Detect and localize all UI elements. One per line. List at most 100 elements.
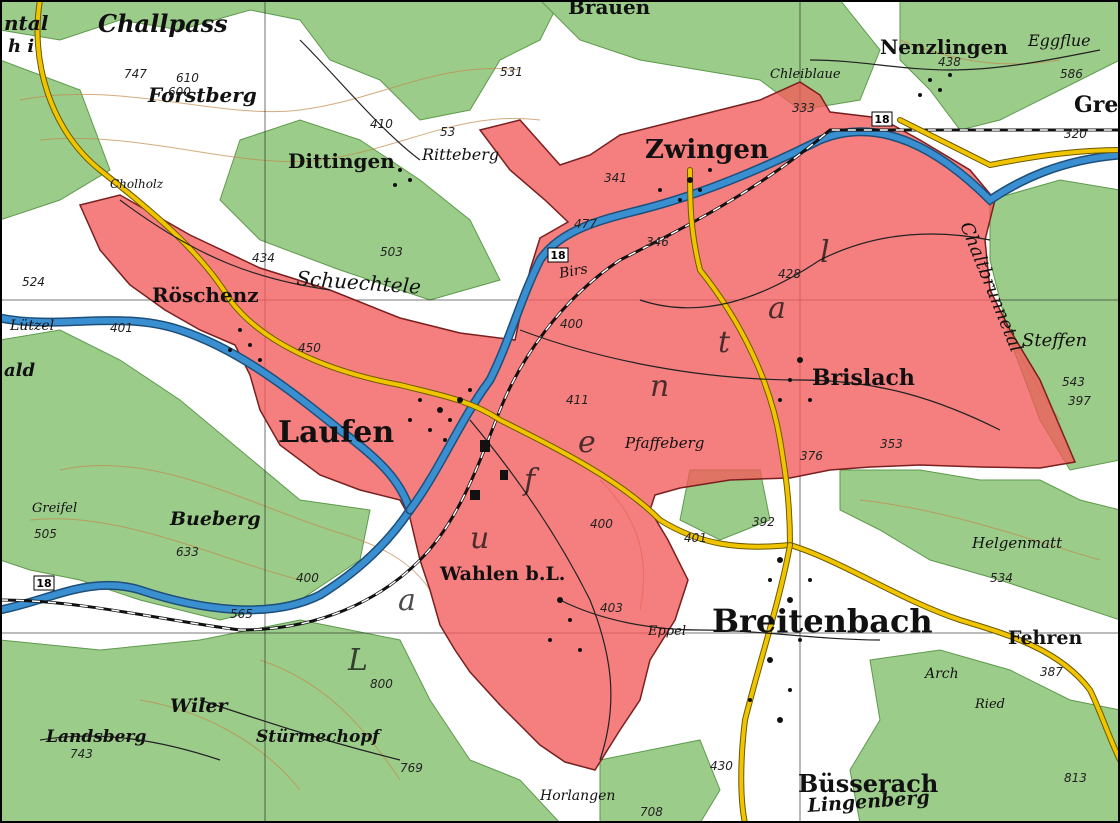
altitude-labels: 747 610 531 438 586 333 410 53 320 341 4… — [22, 55, 1091, 819]
label-gre: Gre — [1074, 92, 1118, 118]
label-ritteberg: Ritteberg — [421, 145, 499, 164]
alt-505: 505 — [34, 527, 57, 541]
alt-430: 430 — [710, 759, 733, 773]
label-eggflue: Eggflue — [1027, 31, 1091, 50]
label-helgenmatt: Helgenmatt — [971, 534, 1063, 552]
alt-341: 341 — [604, 171, 627, 185]
alt-410: 410 — [370, 117, 393, 131]
region-letter-5: e — [578, 425, 596, 460]
label-luetzel: Lützel — [9, 318, 54, 334]
label-arch: Arch — [923, 666, 959, 682]
label-bueberg: Bueberg — [169, 508, 261, 530]
alt-769: 769 — [400, 761, 423, 775]
alt-438: 438 — [938, 55, 961, 69]
label-ald: ald — [4, 360, 36, 381]
alt-565: 565 — [230, 607, 253, 621]
label-roeschenz: Röschenz — [152, 283, 259, 307]
alt-524: 524 — [22, 275, 45, 289]
alt-543: 543 — [1062, 375, 1085, 389]
alt-401b: 401 — [684, 531, 707, 545]
contour-800: 800 — [370, 677, 393, 691]
main-roads — [34, 0, 1120, 823]
place-labels: Zwingen Laufen Brislach Röschenz Wahlen … — [4, 0, 1118, 817]
label-greifel: Greifel — [32, 501, 77, 516]
label-pfaffeberg: Pfaffeberg — [624, 434, 704, 452]
alt-434: 434 — [252, 251, 275, 265]
label-wiler: Wiler — [170, 695, 230, 717]
alt-392: 392 — [752, 515, 775, 529]
minor-roads — [39, 39, 1101, 761]
label-breitenbach: Breitenbach — [712, 602, 933, 640]
alt-387: 387 — [1040, 665, 1063, 679]
alt-450: 450 — [298, 341, 321, 355]
road-number-2: 18 — [874, 113, 889, 126]
region-letter-1: L — [347, 643, 368, 678]
contour-600: 600 — [168, 85, 191, 99]
label-challpass: Challpass — [98, 9, 228, 38]
settlement-clusters — [228, 73, 952, 723]
label-birs: Birs — [557, 261, 589, 282]
label-zwingen: Zwingen — [645, 135, 769, 165]
label-nenzlingen: Nenzlingen — [880, 35, 1008, 59]
alt-708: 708 — [640, 805, 663, 819]
alt-813: 813 — [1064, 771, 1087, 785]
label-brislach: Brislach — [812, 365, 915, 391]
alt-397: 397 — [1068, 394, 1091, 408]
road-number-1: 18 — [550, 249, 565, 262]
alt-531: 531 — [500, 65, 523, 79]
label-hi: h i — [8, 36, 34, 57]
region-letter-6: n — [650, 369, 669, 404]
alt-353: 353 — [880, 437, 903, 451]
label-eppel: Eppel — [647, 624, 686, 639]
label-wahlen: Wahlen b.L. — [439, 563, 565, 585]
alt-428: 428 — [778, 267, 801, 281]
alt-320: 320 — [1064, 127, 1087, 141]
label-dittingen: Dittingen — [288, 149, 395, 173]
contour-400b: 400 — [590, 517, 613, 531]
contour-400a: 400 — [560, 317, 583, 331]
label-ntal: ntal — [4, 11, 49, 35]
label-buesserach: Büsserach — [798, 769, 938, 798]
contour-400c: 400 — [296, 571, 319, 585]
alt-503: 503 — [380, 245, 403, 259]
label-laufen: Laufen — [278, 415, 394, 450]
road-shield-3: 18 — [33, 575, 55, 591]
alt-747: 747 — [124, 67, 147, 81]
road-shield-1: 18 — [547, 247, 569, 263]
region-letter-9: l — [820, 235, 830, 270]
label-fehren: Fehren — [1008, 627, 1082, 649]
label-brauen: Brauen — [568, 0, 651, 19]
region-letter-8: a — [768, 291, 786, 326]
alt-346: 346 — [646, 235, 669, 249]
label-horlangen: Horlangen — [539, 788, 615, 804]
alt-411: 411 — [566, 393, 589, 407]
region-letter-2: a — [398, 583, 416, 618]
region-letter-3: u — [470, 521, 489, 556]
label-ried: Ried — [974, 697, 1005, 712]
river-birs — [0, 127, 1120, 615]
label-steffen: Steffen — [1022, 330, 1087, 351]
label-landsberg: Landsberg — [45, 727, 146, 747]
label-stuermechopf: Stürmechopf — [256, 727, 382, 747]
alt-633: 633 — [176, 545, 199, 559]
alt-610: 610 — [176, 71, 199, 85]
label-forstberg: Forstberg — [147, 83, 257, 107]
region-letter-7: t — [718, 325, 731, 360]
alt-53: 53 — [440, 125, 455, 139]
alt-401a: 401 — [110, 321, 133, 335]
label-cholholz: Cholholz — [110, 177, 164, 191]
alt-403: 403 — [600, 601, 623, 615]
alt-586: 586 — [1060, 67, 1083, 81]
road-number-3: 18 — [36, 577, 51, 590]
alt-534: 534 — [990, 571, 1013, 585]
alt-743: 743 — [70, 747, 93, 761]
alt-376: 376 — [800, 449, 823, 463]
alt-333: 333 — [792, 101, 815, 115]
label-chleiblaue: Chleiblaue — [770, 67, 841, 82]
alt-477: 477 — [574, 217, 597, 231]
road-shield-2: 18 — [871, 111, 893, 127]
railway-line — [0, 128, 1120, 632]
